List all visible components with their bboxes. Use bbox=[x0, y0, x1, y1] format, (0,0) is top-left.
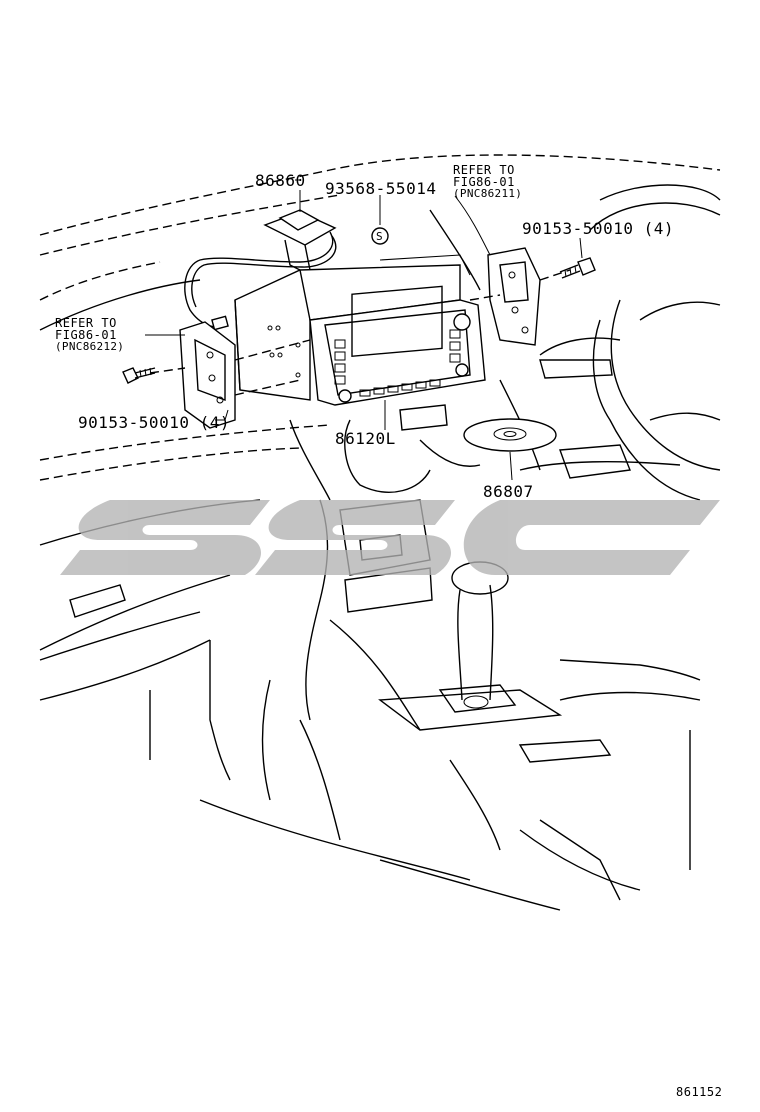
label-86860: 86860 bbox=[255, 171, 306, 190]
gps-antenna bbox=[184, 209, 337, 331]
label-90153-50010-right: 90153-50010 (4) bbox=[522, 219, 674, 238]
left-bracket bbox=[149, 321, 311, 429]
label-86807: 86807 bbox=[483, 482, 534, 501]
label-refer-left-line2: FIG86-01 bbox=[55, 328, 117, 342]
right-bolt bbox=[559, 257, 596, 279]
label-refer-left-line1: REFER TO bbox=[55, 316, 117, 330]
s-mark: S bbox=[371, 227, 389, 245]
s-mark-letter: S bbox=[376, 230, 383, 243]
dashboard-outline bbox=[39, 154, 721, 781]
label-90153-50010-left: 90153-50010 (4) bbox=[78, 413, 230, 432]
figure-number: 861152 bbox=[676, 1085, 722, 1099]
leader-lines bbox=[145, 179, 583, 481]
left-bolt bbox=[122, 367, 156, 384]
dvd-disc bbox=[463, 418, 557, 452]
right-bracket bbox=[469, 247, 571, 346]
label-refer-right-line3: (PNC86211) bbox=[453, 187, 522, 200]
label-93568-55014: 93568-55014 bbox=[325, 179, 436, 198]
label-refer-left-line3: (PNC86212) bbox=[55, 340, 124, 353]
label-86120L: 86120L bbox=[335, 429, 396, 448]
navigation-head-unit bbox=[234, 254, 486, 493]
label-refer-right-line2: FIG86-01 bbox=[453, 175, 515, 189]
label-refer-right-line1: REFER TO bbox=[453, 163, 515, 177]
callout-labels: 86860 93568-55014 REFER TO FIG86-01 (PNC… bbox=[55, 163, 674, 501]
center-console bbox=[199, 419, 701, 911]
steering-wheel bbox=[429, 184, 721, 501]
watermark-logo bbox=[60, 500, 720, 575]
